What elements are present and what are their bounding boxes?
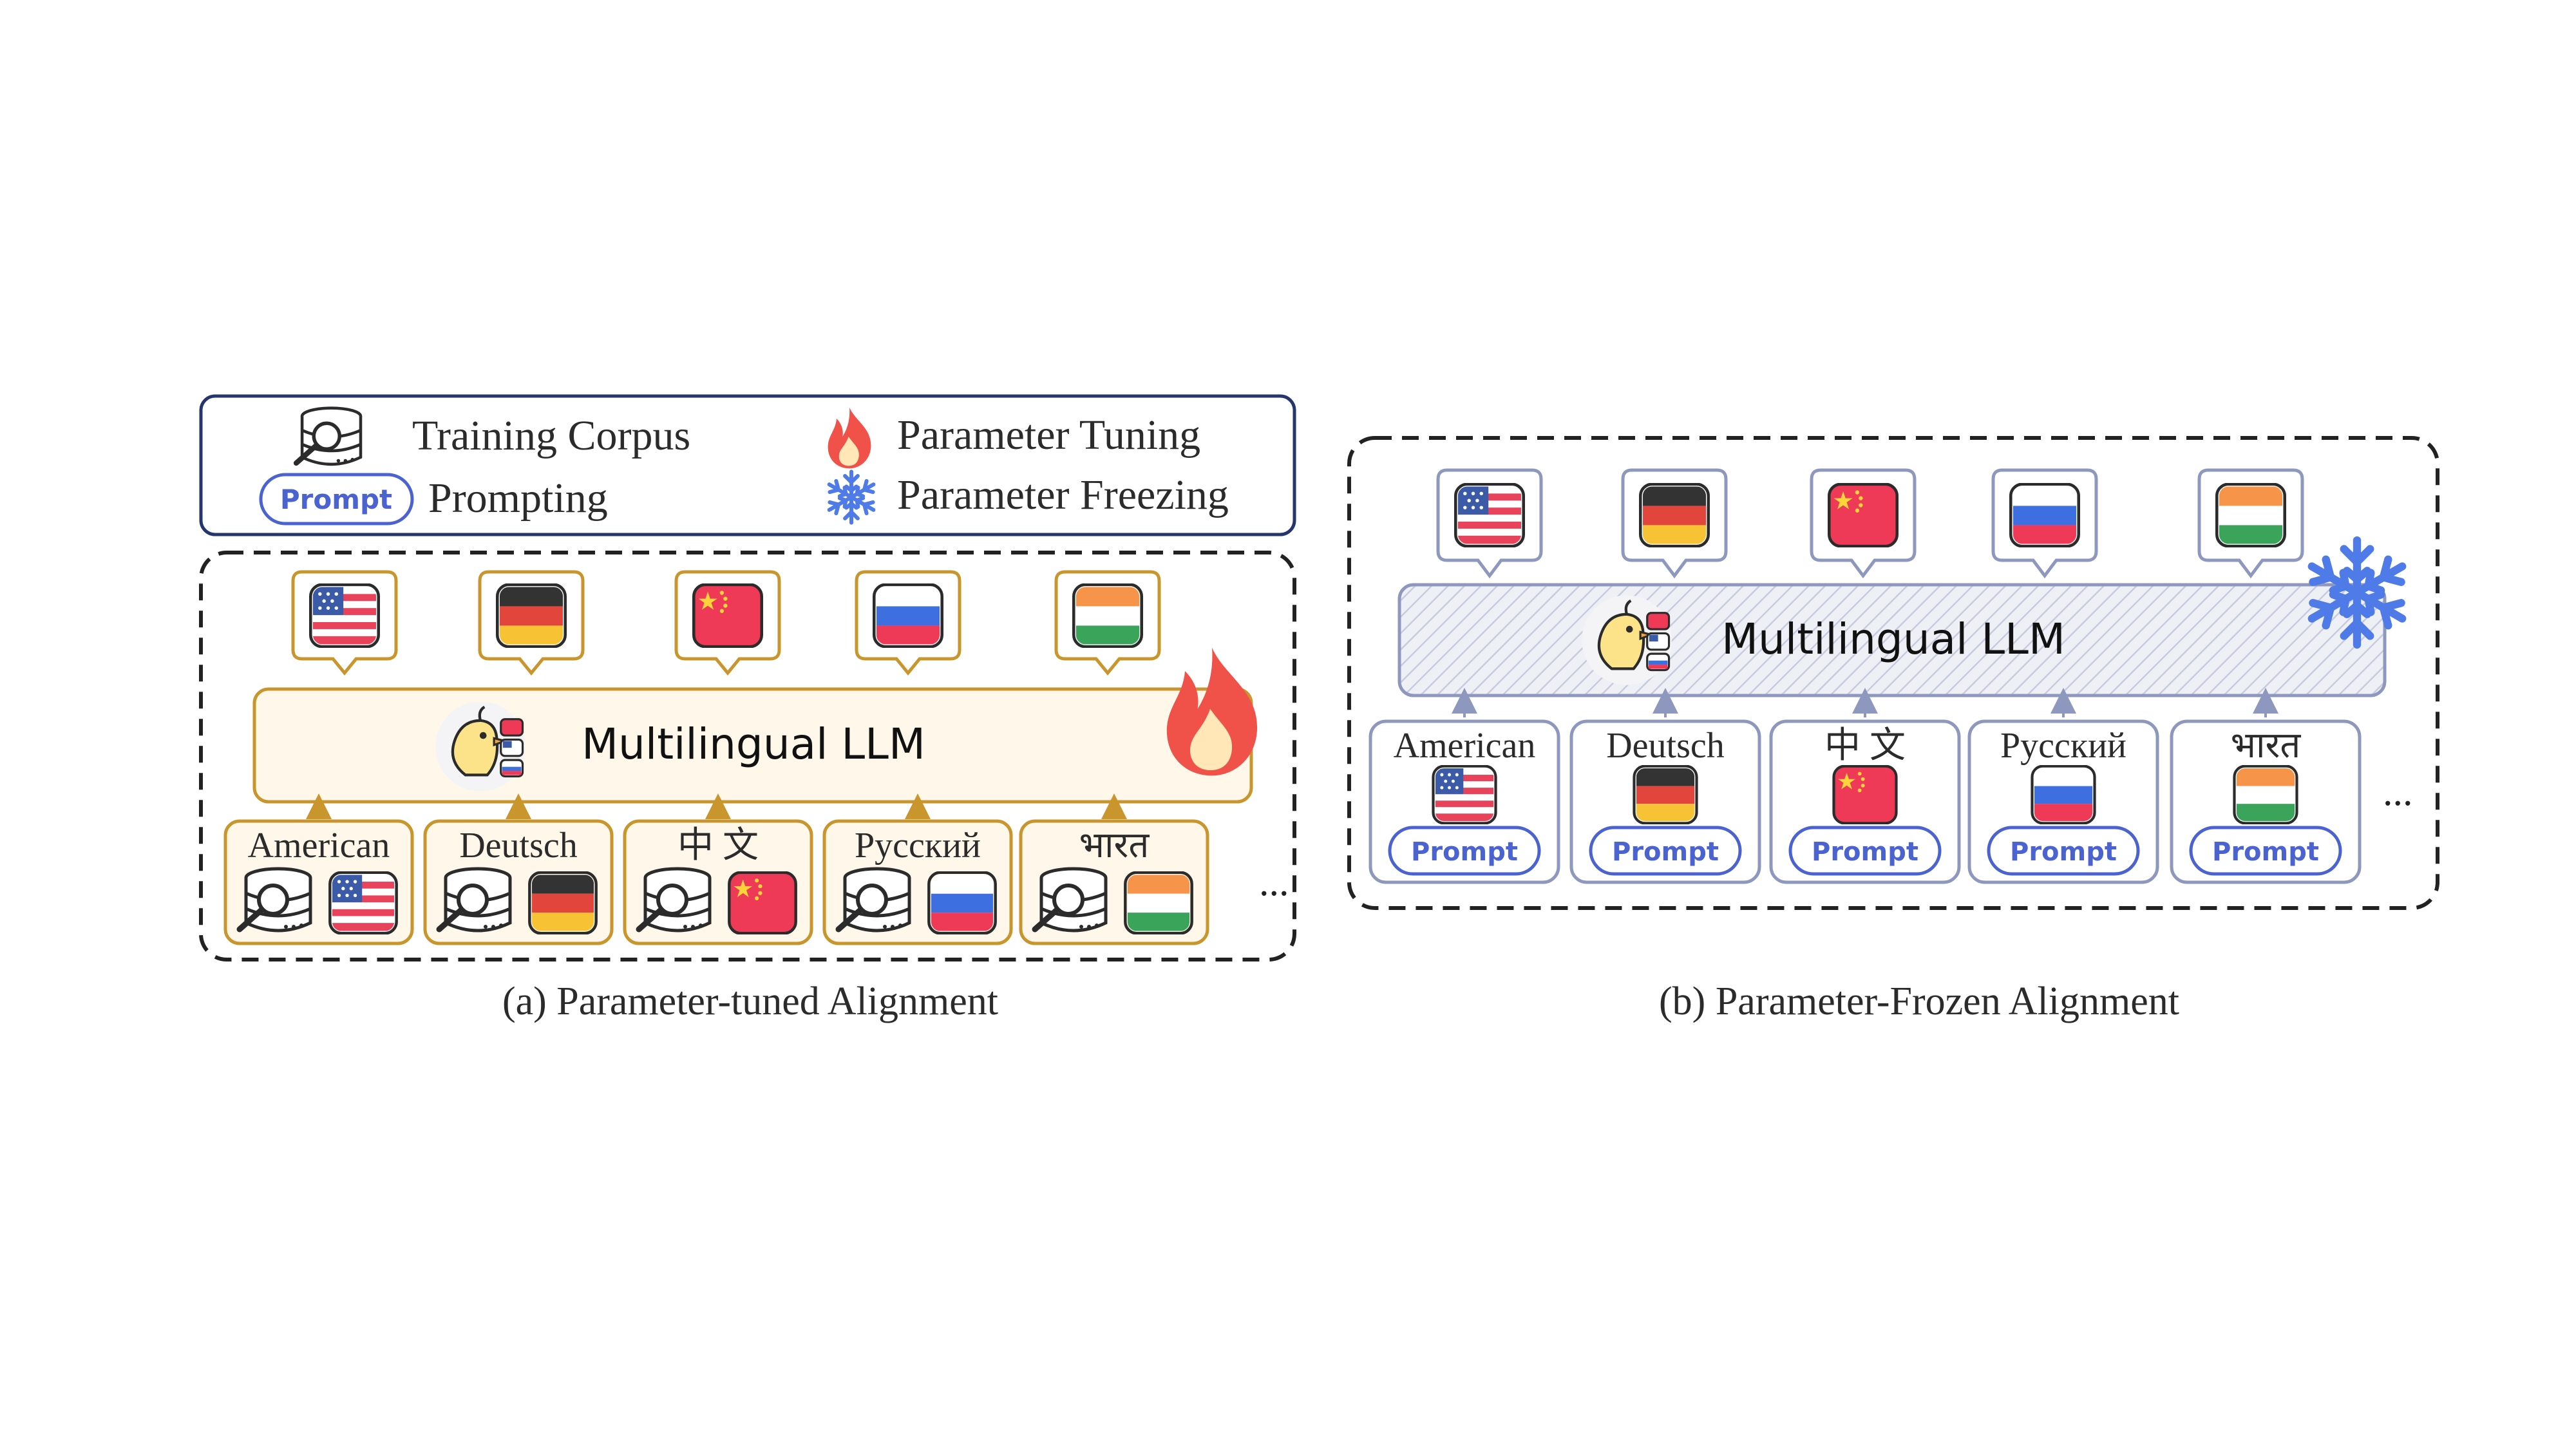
flag-us-icon bbox=[1455, 484, 1523, 546]
panel-b-ellipsis: ... bbox=[2383, 770, 2413, 814]
training-corpus-icon bbox=[639, 869, 710, 931]
legend-parameter-tuning: Parameter Tuning bbox=[897, 412, 1200, 459]
language-label: भारत bbox=[1079, 826, 1150, 866]
language-label: Русский bbox=[855, 826, 981, 866]
flag-de-icon bbox=[1634, 766, 1696, 824]
flag-de-icon bbox=[1640, 484, 1708, 546]
legend-parameter-freezing: Parameter Freezing bbox=[897, 471, 1229, 518]
training-corpus-icon bbox=[1035, 869, 1106, 931]
output-bubble-us bbox=[291, 570, 398, 676]
panel-a-ellipsis: ... bbox=[1259, 860, 1289, 904]
panel-a-caption: (a) Parameter-tuned Alignment bbox=[502, 980, 998, 1023]
input-card-in: भारत Prompt bbox=[2170, 688, 2362, 884]
language-label: 中 文 bbox=[677, 826, 759, 866]
input-card-us: American bbox=[223, 793, 414, 945]
output-bubble-ru bbox=[1991, 468, 2098, 579]
input-card-in: भारत bbox=[1019, 793, 1209, 945]
output-bubble-us bbox=[1436, 468, 1543, 579]
prompt-pill bbox=[1788, 826, 1942, 876]
prompt-pill bbox=[1987, 826, 2140, 876]
input-card-cn: 中 文 Prompt bbox=[1769, 688, 1961, 884]
legend-prompt-pill-label: Prompt bbox=[280, 484, 392, 515]
panel-a-inputs: American Deutsch 中 文 Русский भारत bbox=[223, 793, 1209, 945]
prompt-pill bbox=[2189, 826, 2342, 876]
flag-de-icon bbox=[497, 585, 565, 647]
flag-ru-icon bbox=[874, 585, 942, 647]
language-label: American bbox=[1394, 726, 1536, 766]
flag-cn-icon bbox=[729, 873, 795, 933]
language-label: भारत bbox=[2231, 726, 2302, 766]
flag-ru-icon bbox=[2032, 766, 2094, 824]
language-label: American bbox=[248, 826, 390, 866]
prompt-pill bbox=[1388, 826, 1541, 876]
input-card-de: Deutsch bbox=[423, 793, 614, 945]
panel-b-llm-label: Multilingual LLM bbox=[1721, 614, 2065, 664]
chick-llm-icon bbox=[435, 701, 526, 791]
flag-de-icon bbox=[529, 873, 596, 933]
panel-b-llm-box: Multilingual LLM bbox=[1397, 583, 2387, 697]
training-corpus-icon bbox=[296, 408, 361, 464]
panel-a: Multilingual LLM American Deutsch 中 文 Русск… bbox=[199, 551, 1296, 961]
flag-us-icon bbox=[330, 873, 396, 933]
prompt-pill-label: Prompt bbox=[2010, 837, 2117, 867]
language-label: Русский bbox=[2000, 726, 2126, 766]
chick-llm-icon bbox=[1582, 595, 1672, 685]
prompt-pill-label: Prompt bbox=[1411, 837, 1518, 867]
panel-b: Multilingual LLM AmericanPromptDeutschPr… bbox=[1347, 436, 2439, 910]
output-bubble-de bbox=[1621, 468, 1728, 579]
flag-in-icon bbox=[1125, 873, 1191, 933]
flag-in-icon bbox=[1074, 585, 1141, 647]
flag-cn-icon bbox=[694, 585, 761, 647]
output-bubble-cn bbox=[674, 570, 781, 676]
flag-ru-icon bbox=[2011, 484, 2078, 546]
flag-in-icon bbox=[2217, 484, 2284, 546]
output-bubble-in bbox=[1054, 570, 1161, 676]
prompt-pill bbox=[1589, 826, 1742, 876]
prompt-pill-icon bbox=[259, 473, 414, 526]
legend-training-corpus: Training Corpus bbox=[412, 412, 690, 459]
flag-us-icon bbox=[1433, 766, 1495, 824]
flag-cn-icon bbox=[1833, 766, 1896, 824]
prompt-pill-label: Prompt bbox=[1612, 837, 1719, 867]
flag-us-icon bbox=[310, 585, 378, 647]
fire-icon bbox=[1166, 647, 1258, 776]
training-corpus-icon bbox=[439, 869, 510, 931]
flag-cn-icon bbox=[1829, 484, 1897, 546]
panel-a-output-flags bbox=[291, 570, 1161, 676]
output-bubble-de bbox=[478, 570, 585, 676]
language-label: Deutsch bbox=[1606, 726, 1725, 766]
language-label: 中 文 bbox=[1824, 726, 1906, 766]
input-card-cn: 中 文 bbox=[623, 793, 813, 945]
legend-box: Training Corpus Prompt Prompting Paramet… bbox=[199, 394, 1296, 536]
output-bubble-cn bbox=[1810, 468, 1917, 579]
flag-in-icon bbox=[2234, 766, 2297, 824]
panel-b-output-flags bbox=[1436, 468, 2304, 579]
output-bubble-in bbox=[2197, 468, 2304, 579]
panel-a-llm-label: Multilingual LLM bbox=[582, 719, 925, 769]
prompt-pill-label: Prompt bbox=[1812, 837, 1918, 867]
panel-b-caption: (b) Parameter-Frozen Alignment bbox=[1659, 980, 2179, 1023]
legend-prompting: Prompting bbox=[428, 475, 608, 522]
language-label: Deutsch bbox=[459, 826, 578, 866]
panel-a-llm-box: Multilingual LLM bbox=[252, 687, 1253, 804]
output-bubble-ru bbox=[855, 570, 961, 676]
training-corpus-icon bbox=[240, 869, 310, 931]
flag-ru-icon bbox=[929, 873, 995, 933]
training-corpus-icon bbox=[838, 869, 909, 931]
prompt-pill-label: Prompt bbox=[2212, 837, 2319, 867]
input-card-ru: Русский bbox=[822, 793, 1013, 945]
